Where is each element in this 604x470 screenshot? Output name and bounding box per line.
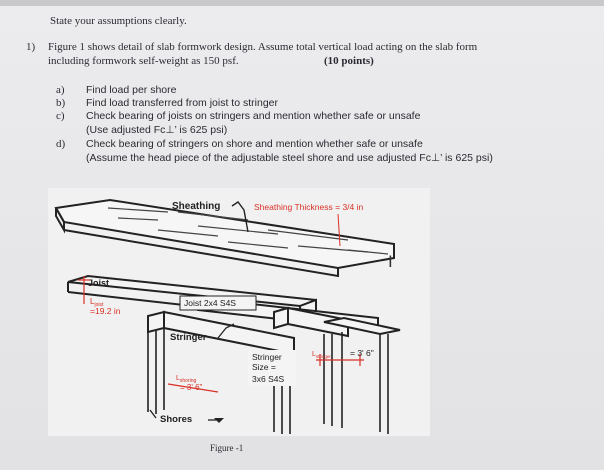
sheathing-leader bbox=[231, 201, 249, 233]
part-c-text: Check bearing of joists on stringers and… bbox=[86, 110, 421, 122]
sheathing-thickness: Sheathing Thickness = 3/4 in bbox=[254, 202, 364, 212]
part-d-label: d) bbox=[56, 138, 66, 150]
part-c-label: c) bbox=[56, 110, 65, 122]
l-joist-value: =19.2 in bbox=[90, 306, 121, 316]
shores-label: Shores bbox=[160, 414, 192, 425]
part-b-text: Find load transferred from joist to stri… bbox=[86, 97, 278, 109]
formwork-figure: Sheathing Sheathing Thickness = 3/4 in J… bbox=[48, 188, 430, 436]
sheathing-texture bbox=[107, 207, 389, 255]
stringer-leader bbox=[217, 323, 235, 339]
part-a-text: Find load per shore bbox=[86, 84, 177, 96]
top-band bbox=[0, 0, 604, 6]
stringer-spacing-dimension bbox=[316, 354, 364, 366]
question-line-1: Figure 1 shows detail of slab formwork d… bbox=[48, 41, 478, 53]
l-shoring-symbol: Lshoring bbox=[176, 375, 197, 384]
stringer-size-line-3: 3x6 S4S bbox=[252, 374, 284, 384]
part-d-note: (Assume the head piece of the adjustable… bbox=[86, 152, 493, 164]
sheathing-label: Sheathing bbox=[172, 201, 220, 212]
part-c-note: (Use adjusted Fc⊥’ is 625 psi) bbox=[86, 124, 228, 136]
question-line-2: including formwork self-weight as 150 ps… bbox=[48, 55, 239, 67]
shores-leader bbox=[149, 409, 157, 419]
question-number: 1) bbox=[26, 41, 36, 53]
formwork-drawing: Sheathing Sheathing Thickness = 3/4 in J… bbox=[54, 198, 401, 434]
l-stringer-symbol: Lstringer bbox=[312, 351, 331, 359]
shores-arrow-icon bbox=[214, 418, 224, 423]
stringer-size-box bbox=[248, 350, 296, 386]
l-shoring-value: = 3' 6" bbox=[180, 383, 203, 392]
sheathing-board bbox=[54, 198, 395, 278]
joist-size-box bbox=[179, 295, 257, 311]
intro-text: State your assumptions clearly. bbox=[50, 15, 187, 27]
text-cursor-icon: I bbox=[388, 252, 393, 271]
joist-label: Joist bbox=[88, 278, 109, 288]
joist-size-text: Joist 2x4 S4S bbox=[184, 298, 236, 308]
part-b-label: b) bbox=[56, 97, 66, 109]
part-a-label: a) bbox=[56, 84, 65, 96]
thickness-leader bbox=[337, 213, 341, 247]
stringer-label: Stringer bbox=[170, 332, 207, 343]
stringer-beams bbox=[147, 306, 401, 356]
l-stringer-value: = 3' 6" bbox=[350, 348, 374, 358]
l-joist-symbol: Ljoist bbox=[90, 297, 104, 308]
joist-spacing-dimension bbox=[78, 276, 90, 304]
shoring-dimension bbox=[167, 383, 219, 393]
stringer-size-line-1: Stringer bbox=[252, 352, 282, 362]
stringer-size-line-2: Size = bbox=[252, 362, 276, 372]
part-d-text: Check bearing of stringers on shore and … bbox=[86, 138, 423, 150]
points-badge: (10 points) bbox=[324, 55, 374, 67]
figure-caption: Figure -1 bbox=[210, 443, 244, 453]
